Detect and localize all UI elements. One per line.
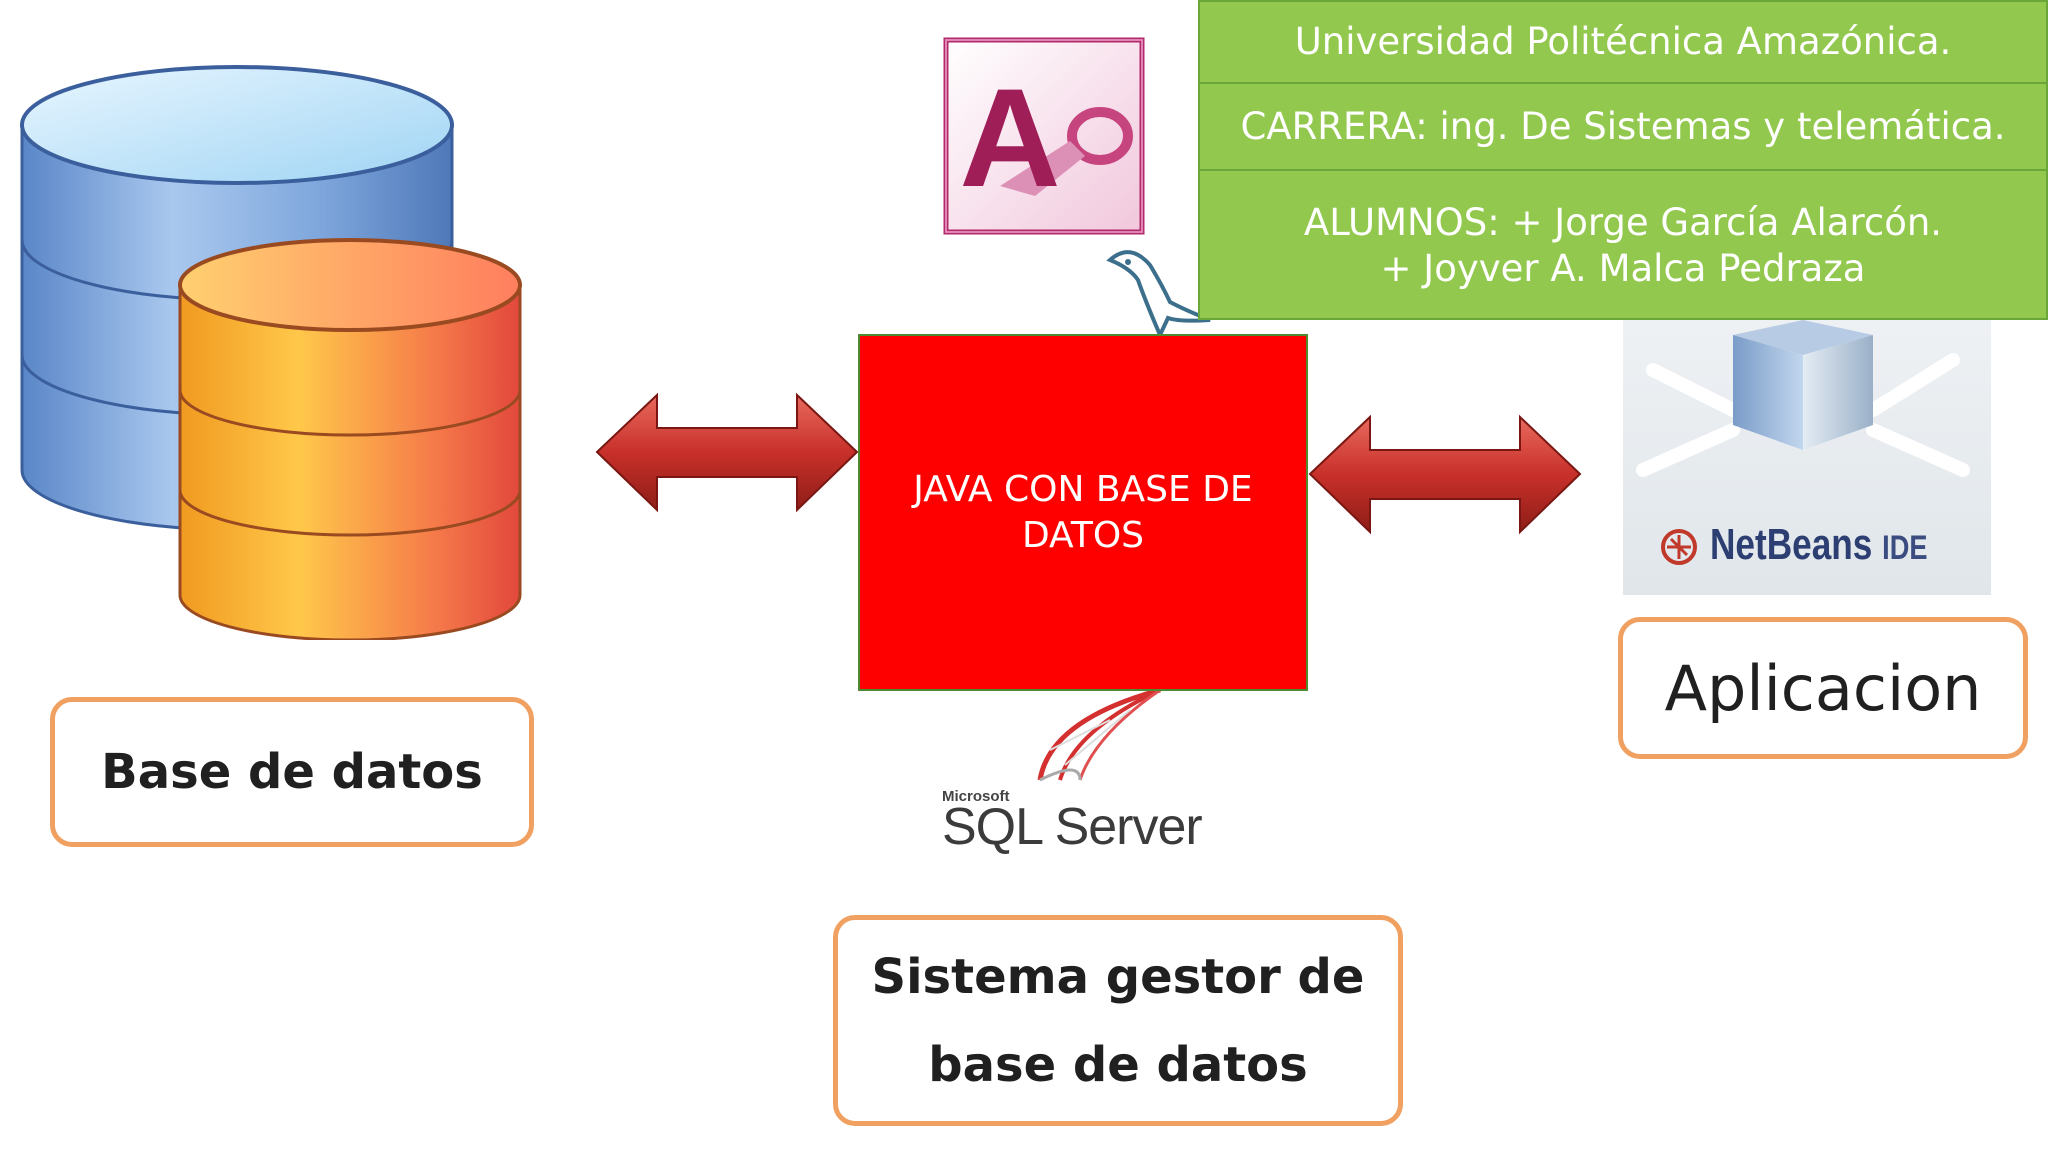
- students-line-1: ALUMNOS: + Jorge García Alarcón.: [1303, 200, 1943, 244]
- access-letter: A: [959, 59, 1060, 216]
- info-table: Universidad Politécnica Amazónica. CARRE…: [1198, 0, 2048, 320]
- sql-server-logo-text: Microsoft SQL Server: [942, 788, 1203, 857]
- university-name: Universidad Politécnica Amazónica.: [1200, 2, 2046, 84]
- career-text: CARRERA: ing. De Sistemas y telemática.: [1200, 84, 2046, 171]
- dbms-label-line-2: base de datos: [928, 1036, 1308, 1093]
- sql-server-icon: [1037, 687, 1161, 782]
- netbeans-logo-text: NetBeans IDE: [1710, 520, 1928, 570]
- database-stack-icon: [20, 65, 522, 640]
- netbeans-ide-text: IDE: [1882, 529, 1928, 567]
- database-label: Base de datos: [50, 697, 534, 847]
- netbeans-mark-icon: [1661, 529, 1697, 565]
- application-label: Aplicacion: [1618, 617, 2028, 759]
- students-line-2: + Joyver A. Malca Pedraza: [1380, 246, 1866, 290]
- application-label-text: Aplicacion: [1664, 651, 1982, 725]
- database-label-text: Base de datos: [101, 744, 483, 800]
- java-db-box: JAVA CON BASE DE DATOS: [858, 334, 1308, 691]
- netbeans-logo: [1623, 320, 1991, 595]
- double-arrow-icon: [1308, 414, 1582, 535]
- students-cell: ALUMNOS: + Jorge García Alarcón. + Joyve…: [1200, 171, 2046, 320]
- sql-server-main-text: SQL Server: [942, 798, 1203, 856]
- dbms-label-line-1: Sistema gestor de: [871, 948, 1365, 1005]
- java-box-line-1: JAVA CON BASE DE: [913, 468, 1253, 510]
- ms-access-icon: A: [943, 37, 1145, 235]
- mysql-dolphin-icon: [1106, 250, 1211, 340]
- netbeans-main-text: NetBeans: [1710, 520, 1873, 569]
- double-arrow-icon: [595, 392, 859, 513]
- netbeans-cube-icon: [1636, 320, 1970, 477]
- java-box-line-2: DATOS: [1021, 514, 1145, 556]
- sql-server-microsoft-text: Microsoft: [942, 788, 1010, 805]
- dbms-label: Sistema gestor de base de datos: [833, 915, 1403, 1126]
